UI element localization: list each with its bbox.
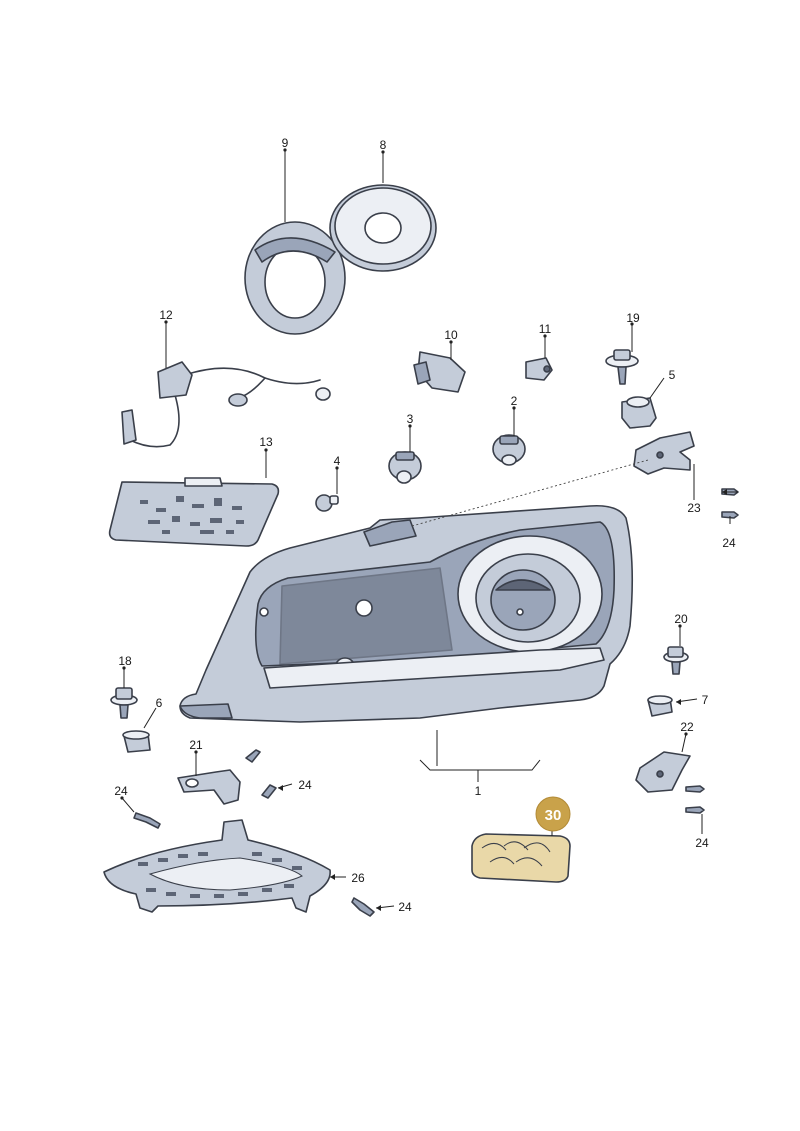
part-6-clip [122,730,151,753]
part-19-screw [605,349,639,385]
part-24-screw-right-mid [721,511,739,519]
part-24-screw-right-low-b [685,806,705,814]
callout-18: 18 [118,654,132,668]
callout-24-bottom: 24 [398,900,412,914]
part-4-small-bulb [315,494,339,512]
callout-26: 26 [351,871,365,885]
callout-4: 4 [334,454,341,468]
badge-label: 30 [545,807,562,824]
callout-24-right-top: 24 [722,536,736,550]
callout-20: 20 [674,612,688,626]
part-22-bracket [635,751,691,793]
part-3-bulb [388,451,422,484]
callout-7: 7 [702,693,709,707]
part-24-screw-right-low-a [685,785,705,793]
part-13-cover-plate [108,477,280,547]
part-2-bulb [492,434,526,466]
part-23-bracket [633,431,695,475]
part-8-cover-cap [329,184,437,272]
part-5-adjuster [621,396,657,429]
callout-5: 5 [669,368,676,382]
part-24-screw-bottom [351,897,375,917]
callout-1: 1 [475,784,482,798]
assembly-dashed-line [411,459,649,527]
callout-11: 11 [539,322,552,336]
part-24-screw-mid [261,784,277,799]
callout-24-mid: 24 [298,778,312,792]
callout-8: 8 [380,138,387,152]
callout-19: 19 [626,311,640,325]
part-24-screw-small-top [245,749,261,763]
callout-21: 21 [189,738,203,752]
callout-12: 12 [159,308,173,322]
part-18-screw [110,687,138,719]
part-20-screw [663,646,689,675]
part-9-cover-ring [244,221,346,335]
callout-3: 3 [407,412,414,426]
part-12-wiring-harness [121,361,331,448]
part-7-nut [647,695,673,717]
callout-23: 23 [687,501,701,515]
callout-6: 6 [156,696,163,710]
part-26-frame [103,819,331,913]
callout-labels: 9 8 12 13 4 3 2 10 11 19 5 23 24 18 6 20… [114,136,736,914]
part-21-bracket [177,769,241,805]
callout-22: 22 [680,720,694,734]
leader-dots [120,148,688,800]
callout-10: 10 [444,328,458,342]
callout-2: 2 [511,394,518,408]
part-10-bulb-socket [413,351,466,393]
part-24-screw-left [133,812,161,829]
part-11-small-socket [525,357,553,381]
part-1-headlight-housing [179,504,634,723]
kit-badge-30: 30 [535,796,571,832]
arrow-tips [278,489,727,911]
callout-24-left: 24 [114,784,128,798]
callout-9: 9 [282,136,289,150]
callout-24-right-low: 24 [695,836,709,850]
part-30-repair-kit [471,833,571,883]
callout-13: 13 [259,435,273,449]
